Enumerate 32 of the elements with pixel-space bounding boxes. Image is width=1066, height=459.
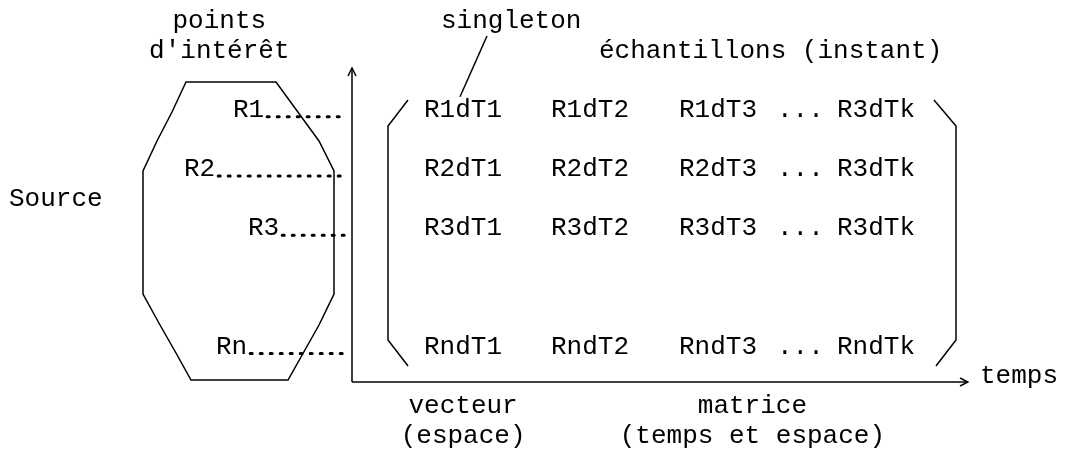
sample-label: ... <box>777 213 824 244</box>
sample-label: R3dT2 <box>551 213 629 244</box>
sample-label: R3dTk <box>837 94 915 125</box>
point-label: R2 <box>184 154 216 184</box>
point-label: R3 <box>248 213 280 244</box>
sample-label: R2dT2 <box>551 154 629 184</box>
sample-label: R1dT3 <box>679 94 757 125</box>
node-label: singleton <box>441 6 582 36</box>
sample-label: RndT3 <box>679 331 757 362</box>
sample-label: R2dT1 <box>424 154 502 184</box>
sample-label: ... <box>777 94 824 125</box>
annotation-label: points d'intérêt <box>148 6 291 66</box>
annotation-label: échantillons (instant) <box>599 35 943 66</box>
sample-label: R3dT3 <box>679 213 757 244</box>
annotation-label: vecteur (espace) <box>399 390 527 451</box>
annotation-label: matrice (temps et espace) <box>618 390 886 451</box>
sample-label: R3dTk <box>837 154 915 184</box>
axis-label: temps <box>980 361 1058 392</box>
sample-label: R1dT1 <box>424 94 502 125</box>
leader-line <box>459 35 488 98</box>
sample-label: R2dT3 <box>679 154 757 184</box>
point-label: Rn <box>216 331 248 362</box>
sample-label: ... <box>777 331 824 362</box>
point-label: R1 <box>233 94 265 125</box>
sample-label: RndT2 <box>551 331 629 362</box>
sample-label: R1dT2 <box>551 94 629 125</box>
sample-label: R3dTk <box>837 213 915 244</box>
sample-label: ... <box>777 154 824 184</box>
sample-label: R3dT1 <box>424 213 502 244</box>
sample-label: RndTk <box>837 331 915 362</box>
sample-label: RndT1 <box>424 331 502 362</box>
node-label: Source <box>9 183 103 214</box>
